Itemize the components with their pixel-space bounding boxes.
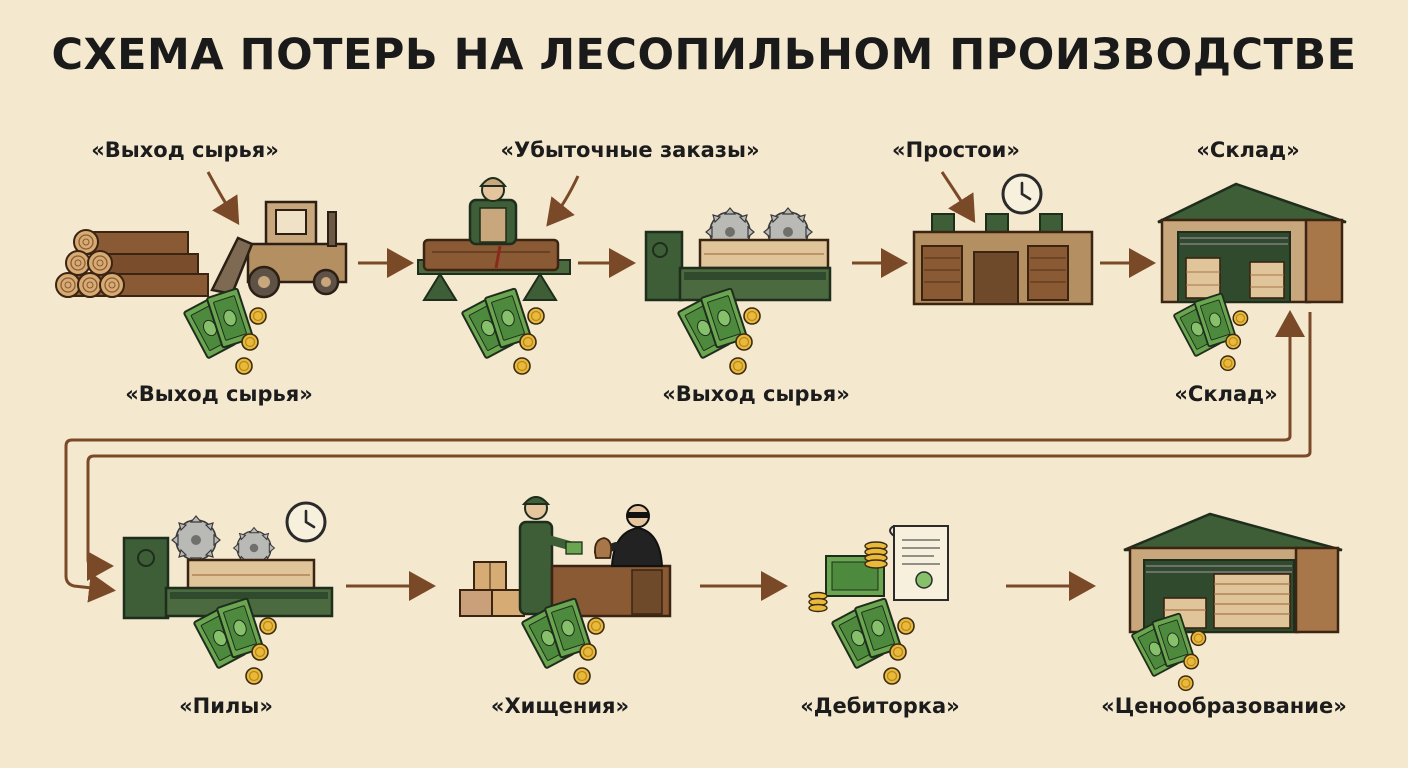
money-icon (832, 598, 914, 684)
label-warehouse-1: «Склад» (1174, 382, 1278, 406)
documents-icon (808, 525, 949, 613)
log-pile-icon (55, 229, 209, 298)
desk (550, 564, 672, 618)
worker-icon (417, 177, 571, 301)
money-icon (1173, 293, 1247, 370)
label-downtime: «Простои» (892, 138, 1020, 162)
label-theft: «Хищения» (490, 694, 630, 718)
label-pricing: «Ценообразование» (1101, 694, 1347, 718)
factory-icon (912, 213, 1094, 306)
saw-machine-icon (644, 207, 832, 302)
clock-icon (285, 501, 327, 543)
label-warehouse-top: «Склад» (1196, 138, 1300, 162)
label-raw-yield-2: «Выход сырья» (662, 382, 850, 406)
boxes-icon (459, 561, 525, 617)
label-unprofitable-orders: «Убыточные заказы» (500, 138, 760, 162)
label-receivables: «Дебиторка» (800, 694, 960, 718)
money-icon (462, 288, 544, 374)
label-raw-yield-top: «Выход сырья» (91, 138, 279, 162)
warehouse-icon (1123, 512, 1343, 634)
worker-icon (518, 496, 583, 616)
page-title: СХЕМА ПОТЕРЬ НА ЛЕСОПИЛЬНОМ ПРОИЗВОДСТВЕ (51, 30, 1357, 80)
label-saws: «Пилы» (179, 694, 273, 718)
bulldozer-icon (210, 200, 348, 299)
money-icon (184, 288, 266, 374)
thief-icon (594, 504, 664, 567)
clock-icon (1001, 173, 1043, 215)
warehouse-icon (1157, 182, 1347, 304)
label-raw-yield-1: «Выход сырья» (125, 382, 313, 406)
